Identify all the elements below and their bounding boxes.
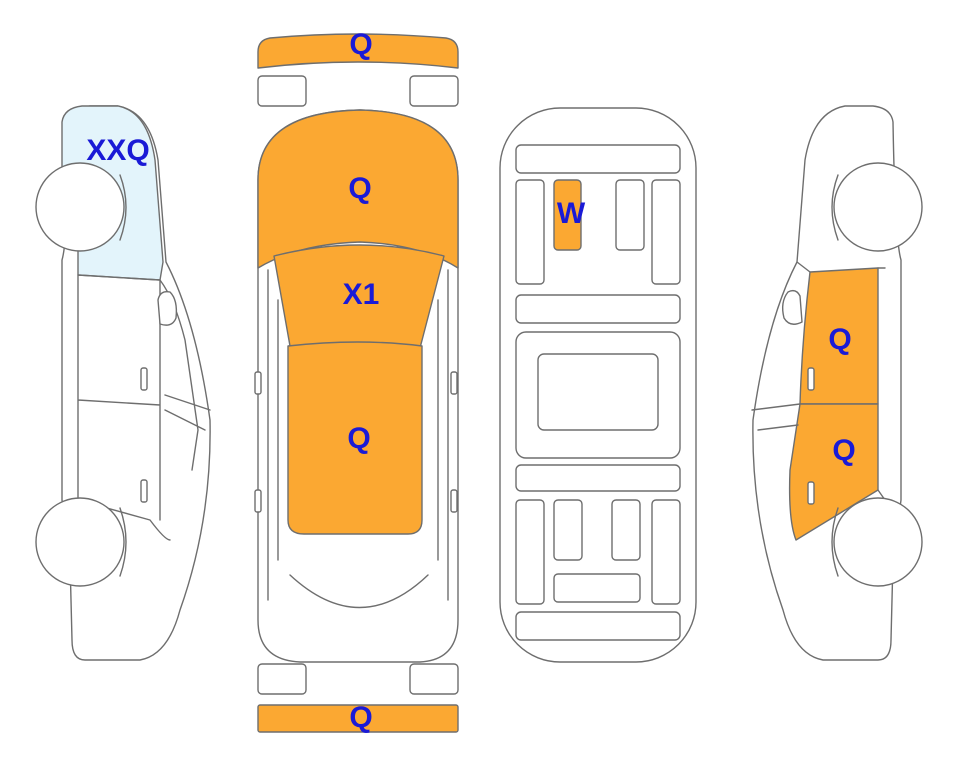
front-bumper-code: Q xyxy=(349,28,372,61)
left-side-view: XXQ xyxy=(35,105,211,661)
roof xyxy=(287,341,423,535)
right-rear-door-handle xyxy=(807,481,815,505)
underbody-rear-inner-right xyxy=(611,499,641,561)
rear-bumper-code: Q xyxy=(349,701,372,734)
left-taillight xyxy=(257,663,307,695)
floor-panel-code: W xyxy=(557,197,586,230)
left-windshield-pillar-code: XXQ xyxy=(86,134,149,167)
windshield-code: X1 xyxy=(343,278,380,311)
top-view: Q Q X1 Q Q xyxy=(254,28,459,734)
right-front-wheel xyxy=(833,162,923,252)
underbody-left-rail xyxy=(515,179,545,285)
right-taillight xyxy=(409,663,459,695)
hood-code: Q xyxy=(348,172,371,205)
left-rear-door-handle xyxy=(140,479,148,503)
right-headlight xyxy=(409,75,459,107)
roof-code: Q xyxy=(347,422,370,455)
right-front-door-code: Q xyxy=(828,323,851,356)
right-rear-wheel-arch xyxy=(831,507,839,577)
rear-bumper xyxy=(257,704,459,733)
underbody-center-tunnel xyxy=(537,353,659,431)
left-rear-wheel-arch xyxy=(119,507,127,577)
top-right-rear-handle xyxy=(450,489,458,513)
underbody-view: W xyxy=(499,107,697,663)
left-mirror xyxy=(157,290,178,326)
underbody-crossmember-2 xyxy=(515,464,681,492)
right-rear-wheel xyxy=(833,497,923,587)
hood xyxy=(257,109,459,269)
right-mirror xyxy=(781,289,803,325)
floor-panel xyxy=(553,179,582,251)
left-headlight xyxy=(257,75,307,107)
underbody-rear-tank xyxy=(553,573,641,603)
underbody-crossmember-1 xyxy=(515,294,681,324)
right-front-wheel-arch xyxy=(831,174,839,241)
right-front-door-handle xyxy=(807,367,815,391)
underbody-right-rail xyxy=(651,179,681,285)
top-left-rear-handle xyxy=(254,489,262,513)
left-rear-wheel xyxy=(35,497,125,587)
underbody-rear-bar xyxy=(515,611,681,641)
underbody-rear-inner-left xyxy=(553,499,583,561)
left-front-door-handle xyxy=(140,367,148,391)
right-rear-door-code: Q xyxy=(832,434,855,467)
top-side-lines xyxy=(267,269,449,609)
top-left-mirror xyxy=(254,371,262,395)
left-front-wheel-arch xyxy=(119,174,127,241)
right-rear-door xyxy=(788,403,879,541)
front-bumper xyxy=(257,33,459,69)
underbody-rear-right xyxy=(651,499,681,605)
top-right-mirror xyxy=(450,371,458,395)
underbody-rear-left xyxy=(515,499,545,605)
left-front-wheel xyxy=(35,162,125,252)
underbody-right-inner-rail xyxy=(615,179,645,251)
right-side-view: Q Q xyxy=(751,105,923,661)
right-body-lines xyxy=(751,261,886,501)
underbody-front-bar xyxy=(515,144,681,174)
